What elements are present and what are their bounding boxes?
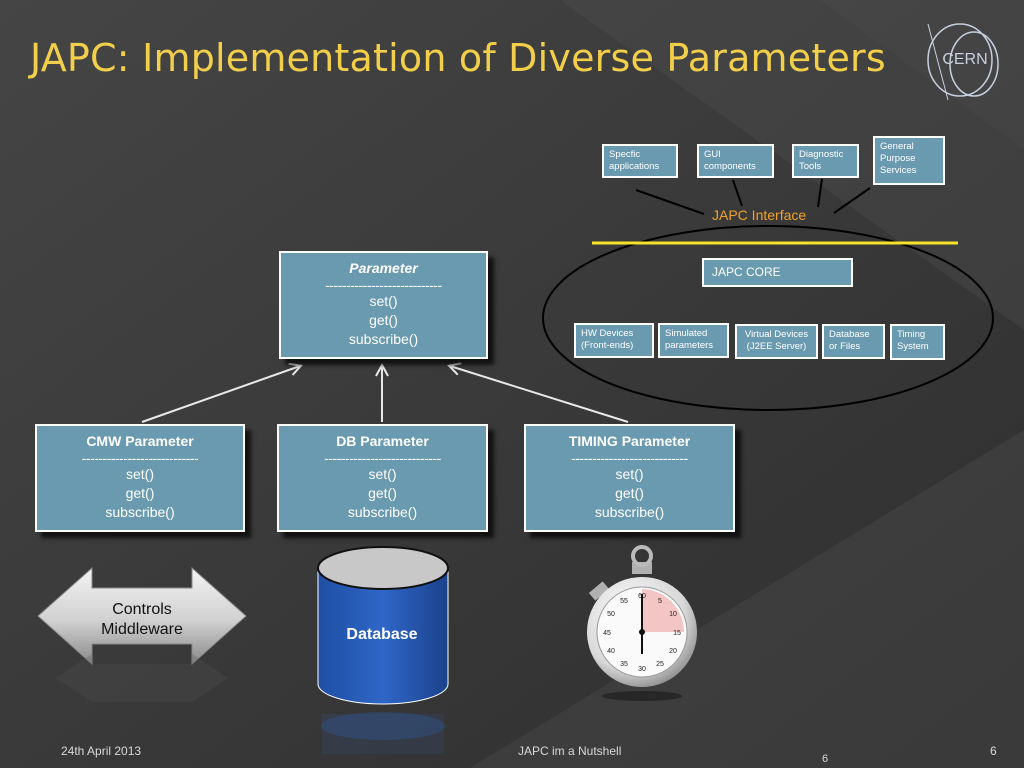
- method: subscribe(): [348, 331, 419, 347]
- provider-virtual-devices: Virtual Devices(J2EE Server): [735, 324, 818, 359]
- stopwatch-number: 40: [607, 648, 615, 655]
- db-parameter-class-box: DB Parameter ---------------------------…: [277, 424, 488, 532]
- database-icon: [317, 546, 449, 754]
- method: set(): [126, 466, 154, 482]
- method: set(): [368, 466, 397, 482]
- stopwatch-number: 30: [638, 666, 646, 673]
- class-name: TIMING Parameter: [568, 433, 691, 449]
- japc-interface-label: JAPC Interface: [712, 207, 807, 223]
- class-separator: ----------------------------: [571, 450, 688, 466]
- footer-date: 24th April 2013: [61, 744, 142, 758]
- stopwatch-number: 50: [607, 611, 615, 618]
- inherit-arrow-cmw: [141, 366, 300, 423]
- footer-page-small: 6: [822, 753, 829, 765]
- cern-logo: CERN: [927, 23, 999, 101]
- method: subscribe(): [347, 504, 418, 520]
- method: get(): [369, 312, 398, 328]
- class-name: CMW Parameter: [86, 433, 194, 449]
- timing-parameter-class-box: TIMING Parameter -----------------------…: [524, 424, 735, 532]
- stopwatch-number: 20: [669, 648, 677, 655]
- double-arrow-icon: [37, 566, 247, 702]
- stopwatch-number: 15: [673, 630, 681, 637]
- class-separator: ----------------------------: [81, 450, 199, 466]
- method: set(): [369, 293, 398, 309]
- stopwatch-number: 35: [620, 661, 628, 668]
- controls-middleware-label: Controls Middleware: [101, 601, 183, 638]
- method: set(): [615, 466, 644, 482]
- cmw-parameter-class-box: CMW Parameter --------------------------…: [35, 424, 245, 532]
- japc-core-box: JAPC CORE: [702, 258, 853, 287]
- slide-title: JAPC: Implementation of Diverse Paramete…: [30, 36, 886, 80]
- client-connector: [817, 178, 823, 208]
- class-separator: ----------------------------: [325, 277, 442, 293]
- class-name: DB Parameter: [336, 433, 429, 449]
- method: get(): [125, 485, 155, 501]
- japc-core-ellipse: [542, 225, 994, 411]
- cern-logo-text: CERN: [942, 51, 987, 68]
- method: subscribe(): [105, 504, 175, 520]
- footer-title: JAPC im a Nutshell: [518, 744, 622, 758]
- stopwatch-number: 55: [620, 598, 628, 605]
- client-connector: [635, 189, 705, 215]
- stopwatch-number: 45: [603, 630, 611, 637]
- client-connector: [732, 179, 743, 207]
- client-connector: [833, 187, 871, 214]
- method: get(): [368, 485, 397, 501]
- class-separator: ----------------------------: [324, 450, 441, 466]
- stopwatch-icon: 60 5 10 15 20 25 30 35 40 45 50 55: [587, 545, 697, 701]
- stopwatch-number: 5: [658, 598, 662, 605]
- parameter-class-box: Parameter ---------------------------- s…: [279, 251, 488, 359]
- class-name: Parameter: [349, 260, 418, 276]
- method: subscribe(): [594, 504, 665, 520]
- database-label: Database: [346, 626, 418, 643]
- stopwatch-number: 25: [656, 661, 664, 668]
- provider-hw-devices: HW Devices(Front-ends): [574, 323, 654, 358]
- stopwatch-number: 10: [669, 611, 677, 618]
- inherit-arrow-timing: [450, 366, 629, 423]
- footer-page-number: 6: [990, 744, 997, 758]
- method: get(): [615, 485, 644, 501]
